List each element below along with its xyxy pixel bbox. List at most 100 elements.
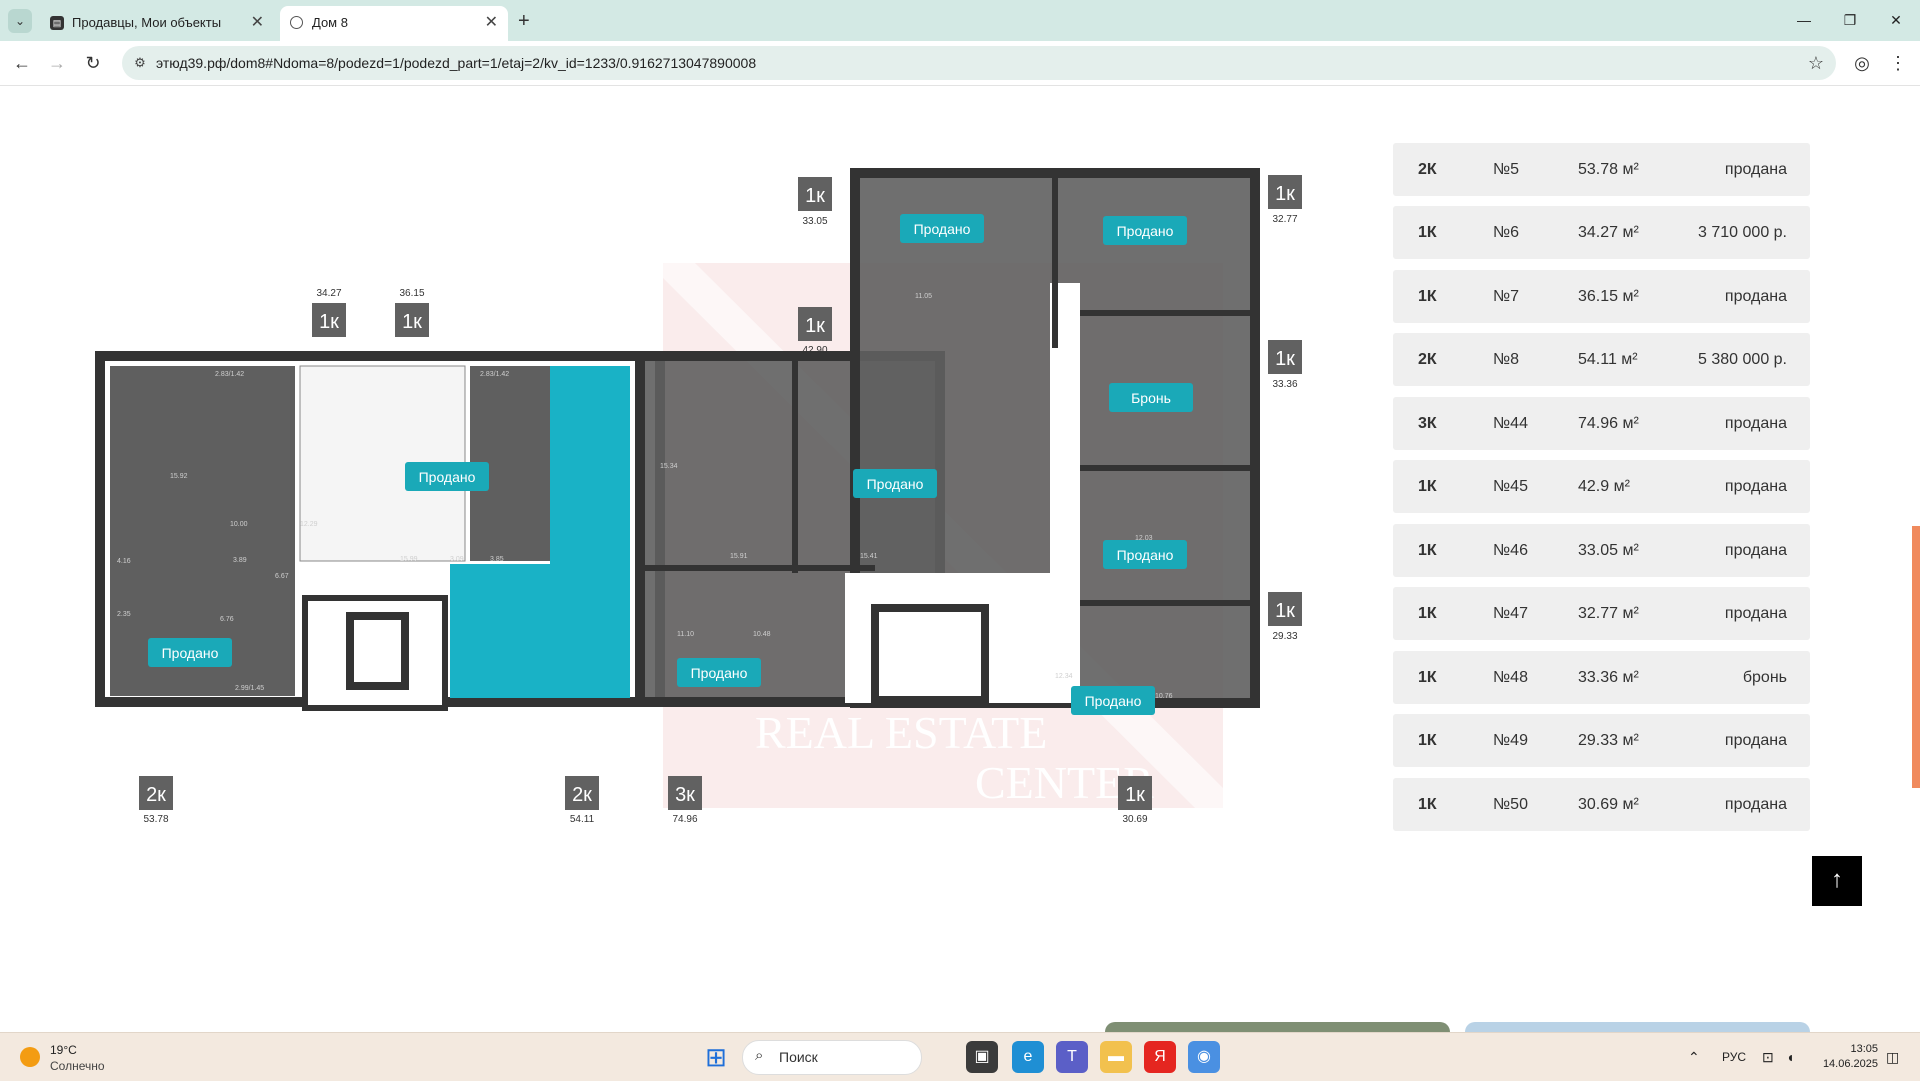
status-label-box bbox=[148, 638, 232, 667]
apartment-area: 54.11 м² bbox=[1578, 351, 1638, 368]
apartment-row[interactable]: 1К №46 33.05 м² продана bbox=[1393, 524, 1810, 577]
close-window-button[interactable]: ✕ bbox=[1890, 12, 1902, 28]
badge-text: 1к bbox=[402, 311, 422, 333]
apartment-area: 32.77 м² bbox=[1578, 605, 1639, 622]
status-label-box bbox=[1109, 383, 1193, 412]
apartment-type: 2К bbox=[1418, 351, 1437, 368]
address-bar[interactable]: ⚙ этюд39.рф/dom8#Ndoma=8/podezd=1/podezd… bbox=[122, 46, 1836, 80]
apartment-status: продана bbox=[1724, 542, 1787, 559]
room-size-label: 12.03 bbox=[1135, 535, 1153, 542]
profile-icon[interactable]: ◎ bbox=[1854, 53, 1870, 73]
apartment-row[interactable]: 2К №5 53.78 м² продана bbox=[1393, 143, 1810, 196]
notifications-icon[interactable]: ◫ bbox=[1886, 1049, 1900, 1065]
weather-description[interactable]: Солнечно bbox=[50, 1059, 105, 1073]
tab-dom8[interactable]: Дом 8 ✕ bbox=[280, 6, 508, 41]
badge-1k[interactable] bbox=[312, 303, 346, 337]
apartment-number: №49 bbox=[1493, 732, 1528, 749]
room-size-label: 15.34 bbox=[660, 463, 678, 470]
back-arrow-icon[interactable]: ← bbox=[13, 53, 31, 73]
status-label-box bbox=[1071, 686, 1155, 715]
restore-button[interactable]: ❐ bbox=[1843, 12, 1857, 28]
room-size-label: 15.99 bbox=[400, 556, 418, 563]
room-size-label: 15.92 bbox=[170, 473, 188, 480]
apartment-status: 3 710 000 р. bbox=[1698, 224, 1787, 241]
apartment-status: продана bbox=[1724, 732, 1787, 749]
apartment-status: продана bbox=[1724, 605, 1787, 622]
tab-sellers[interactable]: ▤ Продавцы, Мои объекты ✕ bbox=[40, 6, 274, 41]
apartment-row[interactable]: 1К №45 42.9 м² продана bbox=[1393, 460, 1810, 513]
status-label-box bbox=[405, 462, 489, 491]
search-icon: ⌕ bbox=[755, 1047, 764, 1064]
status-label-box bbox=[677, 658, 761, 687]
badge-1k[interactable] bbox=[1268, 592, 1302, 626]
status-label-50: Продано bbox=[1085, 693, 1142, 709]
scrollbar-thumb[interactable] bbox=[1912, 526, 1920, 788]
weather-temperature[interactable]: 19°C bbox=[50, 1043, 77, 1057]
badge-area: 36.15 bbox=[399, 288, 424, 299]
apartment-row[interactable]: 1К №6 34.27 м² 3 710 000 р. bbox=[1393, 206, 1810, 259]
tab-search-icon[interactable]: ⌄ bbox=[8, 9, 32, 33]
badge-1k[interactable] bbox=[395, 303, 429, 337]
status-label-44: Продано bbox=[691, 665, 748, 681]
apartment-row[interactable]: 1К №7 36.15 м² продана bbox=[1393, 270, 1810, 323]
yandex-browser-icon[interactable]: Я bbox=[1144, 1041, 1176, 1073]
apartment-8[interactable] bbox=[450, 564, 630, 698]
apartment-row[interactable]: 1К №47 32.77 м² продана bbox=[1393, 587, 1810, 640]
badge-1k[interactable] bbox=[798, 307, 832, 341]
gallery-card-preview[interactable] bbox=[1465, 1022, 1810, 1032]
network-icon[interactable]: ⊡ bbox=[1762, 1049, 1774, 1065]
badge-1k[interactable] bbox=[1268, 340, 1302, 374]
taskbar-search-box[interactable]: ⌕ Поиск bbox=[742, 1040, 922, 1075]
gallery-card-preview[interactable] bbox=[1105, 1022, 1450, 1032]
badge-2k[interactable] bbox=[565, 776, 599, 810]
language-indicator[interactable]: РУС bbox=[1722, 1050, 1747, 1064]
badge-1k[interactable] bbox=[798, 177, 832, 211]
forward-arrow-icon[interactable]: → bbox=[48, 53, 66, 73]
room-size-label: 3.85 bbox=[490, 556, 504, 563]
apartment-status: продана bbox=[1724, 796, 1787, 813]
scroll-to-top-button[interactable]: ↑ bbox=[1812, 856, 1862, 906]
chrome-browser-icon[interactable]: ◉ bbox=[1188, 1041, 1220, 1073]
site-info-icon[interactable]: ⚙ bbox=[134, 55, 146, 70]
teams-icon[interactable]: T bbox=[1056, 1041, 1088, 1073]
apartment-row[interactable]: 1К №49 29.33 м² продана bbox=[1393, 714, 1810, 767]
bookmark-star-icon[interactable]: ☆ bbox=[1807, 53, 1824, 73]
badge-2k[interactable] bbox=[139, 776, 173, 810]
room-size-label: 12.29 bbox=[300, 521, 318, 528]
apartment-area: 74.96 м² bbox=[1578, 415, 1639, 432]
badge-3k[interactable] bbox=[668, 776, 702, 810]
lobby bbox=[845, 573, 1080, 703]
badge-1k[interactable] bbox=[1118, 776, 1152, 810]
minimize-button[interactable]: — bbox=[1797, 12, 1811, 28]
elevator-well bbox=[871, 604, 989, 704]
windows-start-icon[interactable]: ⊞ bbox=[705, 1042, 727, 1072]
badge-area: 29.33 bbox=[1272, 631, 1297, 642]
apartment-row[interactable]: 1К №50 30.69 м² продана bbox=[1393, 778, 1810, 831]
menu-dots-icon[interactable]: ⋮ bbox=[1889, 53, 1907, 73]
badge-1k[interactable] bbox=[1268, 175, 1302, 209]
apartment-row[interactable]: 3К №44 74.96 м² продана bbox=[1393, 397, 1810, 450]
new-tab-button[interactable]: + bbox=[518, 10, 530, 32]
apartment-row[interactable]: 1К №48 33.36 м² бронь bbox=[1393, 651, 1810, 704]
page-content: REAL ESTATE CENTER bbox=[0, 86, 1920, 1032]
apartment-row[interactable]: 2К №8 54.11 м² 5 380 000 р. bbox=[1393, 333, 1810, 386]
edge-browser-icon[interactable]: e bbox=[1012, 1041, 1044, 1073]
tab-globe-icon bbox=[290, 16, 303, 29]
badge-text: 1к bbox=[805, 185, 825, 207]
weather-sun-icon[interactable] bbox=[20, 1047, 40, 1067]
reload-icon[interactable]: ↻ bbox=[85, 53, 101, 73]
volume-icon[interactable]: ◖ bbox=[1786, 1049, 1795, 1065]
room-size-label: 4.16 bbox=[117, 558, 131, 565]
badge-text: 1к bbox=[1125, 784, 1145, 806]
task-view-icon[interactable]: ▣ bbox=[966, 1041, 998, 1073]
room-size-label: 15.91 bbox=[730, 553, 748, 560]
tab-close-icon[interactable]: ✕ bbox=[250, 14, 264, 31]
room-size-label: 2.83/1.42 bbox=[215, 371, 244, 378]
tray-chevron-icon[interactable]: ⌃ bbox=[1688, 1049, 1700, 1065]
apartment-type: 1К bbox=[1418, 224, 1437, 241]
system-clock[interactable]: 13:05 14.06.2025 bbox=[1816, 1042, 1878, 1072]
url-text[interactable]: этюд39.рф/dom8#Ndoma=8/podezd=1/podezd_p… bbox=[156, 55, 757, 71]
apartment-8-top[interactable] bbox=[550, 366, 630, 564]
file-explorer-icon[interactable]: ▬ bbox=[1100, 1041, 1132, 1073]
tab-close-icon[interactable]: ✕ bbox=[484, 14, 498, 31]
